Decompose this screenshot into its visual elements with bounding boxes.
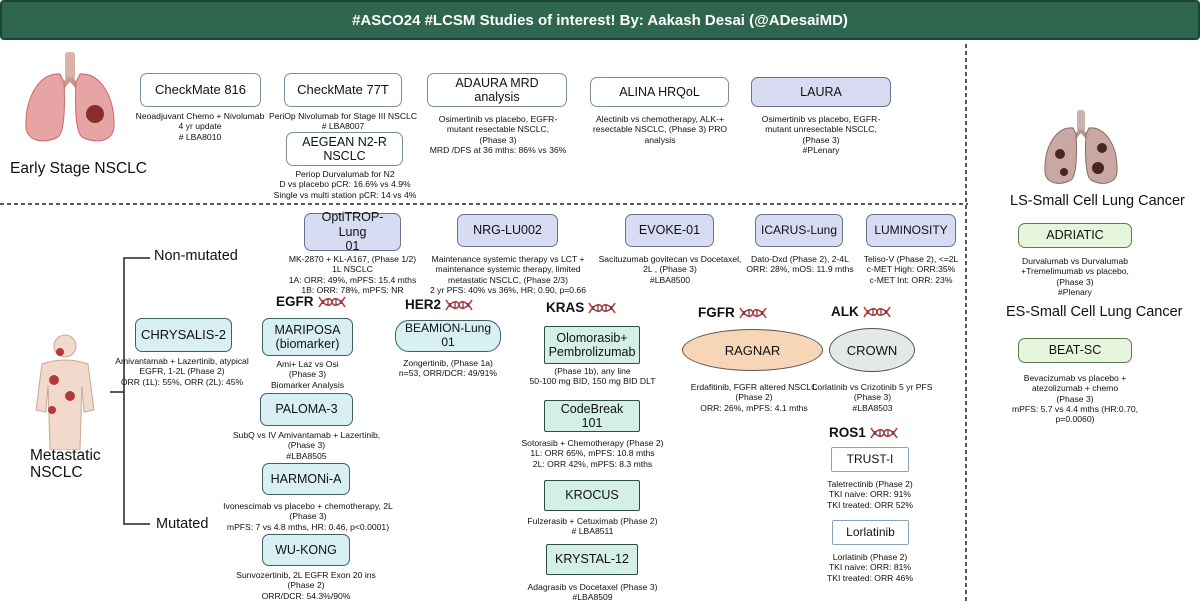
- codebreak-desc: Sotorasib + Chemotherapy (Phase 2) 1L: O…: [521, 438, 664, 469]
- study-krystal[interactable]: KRYSTAL-12: [546, 544, 638, 575]
- lungs-icon: [25, 52, 115, 142]
- study-ragnar[interactable]: RAGNAR: [682, 329, 823, 371]
- study-paloma[interactable]: PALOMA-3: [260, 393, 353, 426]
- gene-her2-label: HER2: [405, 297, 442, 312]
- gene-egfr: EGFR: [276, 294, 346, 309]
- study-luminosity[interactable]: LUMINOSITY: [866, 214, 956, 247]
- study-evoke[interactable]: EVOKE-01: [625, 214, 714, 247]
- gene-egfr-label: EGFR: [276, 294, 314, 309]
- ls-sclc-label: LS-Small Cell Lung Cancer: [1010, 193, 1185, 209]
- study-krocus[interactable]: KROCUS: [544, 480, 640, 511]
- alina-desc: Alectinib vs chemotherapy, ALK-+ resecta…: [592, 114, 728, 145]
- study-adaura[interactable]: ADAURA MRD analysis: [427, 73, 567, 107]
- checkmate816-desc: Neoadjuvant Chemo + Nivolumab 4 yr updat…: [135, 111, 265, 142]
- study-lorlatinib[interactable]: Lorlatinib: [832, 520, 909, 545]
- lungs-icon: [1044, 110, 1118, 184]
- study-olomorasib[interactable]: Olomorasib+ Pembrolizumab: [544, 326, 640, 364]
- dna-icon: [445, 299, 473, 310]
- study-trust[interactable]: TRUST-I: [831, 447, 909, 472]
- study-alina[interactable]: ALINA HRQoL: [590, 77, 729, 107]
- study-beatsc[interactable]: BEAT-SC: [1018, 338, 1132, 363]
- optitrop-desc: MK-2870 + KL-A167, (Phase 1/2) 1L NSCLC …: [288, 254, 417, 295]
- ragnar-desc: Erdafitinib, FGFR altered NSCLC (Phase 2…: [690, 382, 818, 413]
- wukong-desc: Sunvozertinib, 2L EGFR Exon 20 ins (Phas…: [236, 570, 376, 601]
- dna-icon: [588, 302, 616, 313]
- laura-desc: Osimertinib vs placebo, EGFR- mutant unr…: [761, 114, 881, 155]
- gene-fgfr-label: FGFR: [698, 305, 735, 320]
- non-mutated-label: Non-mutated: [154, 248, 238, 264]
- study-nrg[interactable]: NRG-LU002: [457, 214, 558, 247]
- adaura-desc: Osimertinib vs placebo, EGFR- mutant res…: [429, 114, 567, 155]
- chrysalis-desc: Amivantamab + Lazertinib, atypical EGFR,…: [115, 356, 249, 387]
- gene-kras: KRAS: [546, 300, 616, 315]
- gene-fgfr: FGFR: [698, 305, 767, 320]
- gene-ros1-label: ROS1: [829, 425, 866, 440]
- page-title: #ASCO24 #LCSM Studies of interest! By: A…: [352, 11, 848, 29]
- study-codebreak[interactable]: CodeBreak 101: [544, 400, 640, 432]
- adriatic-desc: Durvalumab vs Durvalumab +Tremelimumab v…: [1021, 256, 1129, 297]
- gene-kras-label: KRAS: [546, 300, 585, 315]
- lorlatinib-desc: Lorlatinib (Phase 2) TKI naive: ORR: 81%…: [827, 552, 913, 583]
- study-chrysalis[interactable]: CHRYSALIS-2: [135, 318, 232, 352]
- checkmate77t-desc: PeriOp Nivolumab for Stage III NSCLC # L…: [268, 111, 418, 132]
- gene-alk: ALK: [831, 304, 891, 319]
- study-aegean[interactable]: AEGEAN N2-R NSCLC: [286, 132, 403, 166]
- dna-icon: [739, 307, 767, 318]
- gene-alk-label: ALK: [831, 304, 859, 319]
- krocus-desc: Fulzerasib + Cetuximab (Phase 2) # LBA85…: [527, 516, 658, 537]
- study-mariposa[interactable]: MARIPOSA (biomarker): [262, 318, 353, 356]
- study-icarus[interactable]: ICARUS-Lung: [755, 214, 843, 247]
- luminosity-desc: Teliso-V (Phase 2), <=2L c-MET High: ORR…: [863, 254, 959, 285]
- beamion-desc: Zongertinib, (Phase 1a) n=53, ORR/DCR: 4…: [398, 358, 498, 379]
- early-stage-label: Early Stage NSCLC: [10, 160, 147, 177]
- mariposa-desc: Ami+ Laz vs Osi (Phase 3) Biomarker Anal…: [270, 359, 345, 390]
- human-body-icon: [35, 334, 95, 450]
- olomorasib-desc: (Phase 1b), any line 50-100 mg BID, 150 …: [529, 366, 656, 387]
- harmoni-desc: Ivonescimab vs placebo + chemotherapy, 2…: [223, 501, 393, 532]
- aegean-desc: Periop Durvalumab for N2 D vs placebo pC…: [273, 169, 417, 200]
- es-sclc-label: ES-Small Cell Lung Cancer: [1006, 304, 1183, 320]
- study-checkmate77t[interactable]: CheckMate 77T: [284, 73, 402, 107]
- gene-ros1: ROS1: [829, 425, 898, 440]
- title-banner: #ASCO24 #LCSM Studies of interest! By: A…: [0, 0, 1200, 40]
- paloma-desc: SubQ vs IV Amivantamab + Lazertinib, (Ph…: [232, 430, 381, 461]
- dna-icon: [317, 296, 346, 307]
- study-wukong[interactable]: WU-KONG: [262, 534, 350, 566]
- study-adriatic[interactable]: ADRIATIC: [1018, 223, 1132, 248]
- evoke-desc: Sacituzumab govitecan vs Docetaxel, 2L ,…: [598, 254, 742, 285]
- krystal-desc: Adagrasib vs Docetaxel (Phase 3) #LBA850…: [527, 582, 658, 603]
- gene-her2: HER2: [405, 297, 473, 312]
- study-checkmate816[interactable]: CheckMate 816: [140, 73, 261, 107]
- icarus-desc: Dato-Dxd (Phase 2), 2-4L ORR: 28%, mOS: …: [746, 254, 854, 275]
- beatsc-desc: Bevacizumab vs placebo + atezolizumab + …: [1011, 373, 1139, 425]
- dna-icon: [870, 427, 898, 438]
- study-optitrop[interactable]: OptiTROP-Lung 01: [304, 210, 401, 253]
- study-beamion[interactable]: BEAMION-Lung 01: [395, 320, 501, 352]
- study-crown[interactable]: CROWN: [829, 328, 915, 372]
- crown-desc: Lorlatinib vs Crizotinib 5 yr PFS (Phase…: [812, 382, 933, 413]
- dna-icon: [863, 306, 891, 317]
- nrg-desc: Maintenance systemic therapy vs LCT + ma…: [430, 254, 586, 295]
- trust-desc: Taletrectinib (Phase 2) TKI naive: ORR: …: [827, 479, 913, 510]
- study-laura[interactable]: LAURA: [751, 77, 891, 107]
- metastatic-label: Metastatic NSCLC: [30, 447, 101, 482]
- study-harmoni[interactable]: HARMONi-A: [262, 463, 350, 495]
- mutated-label: Mutated: [156, 516, 209, 532]
